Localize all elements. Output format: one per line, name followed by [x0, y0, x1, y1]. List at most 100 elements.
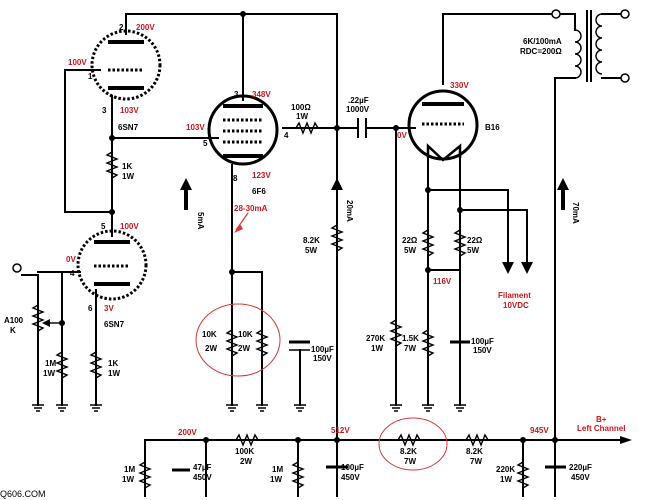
transformer-line2: RDC=200Ω	[520, 47, 562, 56]
v2-pin-top: 5	[101, 222, 106, 231]
pot-rating: K	[10, 326, 16, 335]
v2-plate-voltage: 100V	[120, 222, 139, 231]
ground-symbols	[32, 404, 466, 412]
v1-pin-top: 2	[119, 23, 124, 32]
v3-cath-voltage: 123V	[252, 171, 271, 180]
r-22a-rating: 5W	[404, 246, 416, 255]
r-10k-a-value: 10K	[202, 330, 217, 339]
v1-plate-voltage: 200V	[136, 23, 155, 32]
r-1m-b-value: 1M	[124, 465, 135, 474]
tube-v1	[90, 29, 162, 101]
r-1m-c-rating: 1W	[270, 475, 282, 484]
pot-value: A100	[4, 316, 24, 325]
r-1k-b-value: 1K	[108, 359, 118, 368]
v3-pin-screen: 4	[284, 131, 289, 140]
r-1k-a-value: 1K	[122, 162, 132, 171]
v1-name: 6SN7	[118, 123, 139, 132]
capacitors	[172, 118, 566, 472]
c-47-value: 47µF	[193, 463, 212, 472]
v1-pin-cath: 3	[102, 106, 107, 115]
transformer-line1: 6K/100mA	[523, 37, 562, 46]
r-1k-b-rating: 1W	[108, 369, 120, 378]
v4-plate-voltage: 330V	[450, 81, 469, 90]
junction-dots	[59, 11, 558, 443]
bplus-channel: Left Channel	[577, 424, 625, 433]
v3-pin-cath: 8	[233, 174, 238, 183]
bplus-label: B+	[596, 415, 607, 424]
r-82k-c-value: 8.2K	[466, 447, 483, 456]
r-10k-b-rating: 2W	[238, 344, 250, 353]
c-022-rating: 1000V	[346, 105, 370, 114]
current-5ma: 5mA	[196, 212, 205, 230]
rail-200v: 200V	[178, 428, 197, 437]
r-220k-value: 220K	[496, 465, 515, 474]
r-220k-rating: 1W	[500, 475, 512, 484]
v2-pin-grid: 4	[70, 269, 75, 278]
v2-cath-voltage: 3V	[104, 304, 114, 313]
c-100-a-value: 100µF	[311, 345, 334, 354]
r-1m-a-rating: 1W	[43, 369, 55, 378]
r-22b-rating: 5W	[467, 246, 479, 255]
r-82k-c-rating: 7W	[470, 457, 482, 466]
r-1m-a-value: 1M	[45, 359, 56, 368]
r-82k-a-rating: 5W	[305, 246, 317, 255]
v3-plate-voltage: 348V	[252, 90, 271, 99]
filament-arrows	[502, 262, 533, 274]
r-22a-value: 22Ω	[402, 236, 418, 245]
current-70ma: 70mA	[571, 202, 580, 224]
terminals	[12, 9, 630, 273]
r-100k-value: 100K	[235, 447, 254, 456]
resistors	[31, 121, 530, 489]
v3-name: 6F6	[252, 187, 266, 196]
current-arrows	[180, 178, 632, 444]
r-270k-rating: 1W	[371, 344, 383, 353]
tube-b16	[407, 89, 479, 162]
r-100k-rating: 2W	[240, 457, 252, 466]
v3-pin-plate: 3	[234, 90, 239, 99]
pot-wiper	[42, 319, 62, 327]
v4-name: B16	[485, 123, 500, 132]
r-270k-value: 270K	[366, 334, 385, 343]
current-20ma: 20mA	[345, 200, 354, 222]
c-100-a-rating: 150V	[313, 354, 332, 363]
c-220-value: 220µF	[569, 463, 592, 472]
r-15k-rating: 7W	[404, 344, 416, 353]
r-10k-b-value: 10K	[238, 330, 253, 339]
filament-voltage: 10VDC	[503, 301, 529, 310]
v1-cath-voltage: 103V	[120, 106, 139, 115]
v3-grid-voltage: 103V	[186, 123, 205, 132]
node-116v: 116V	[433, 277, 452, 286]
c-100-b-value: 100µF	[471, 337, 494, 346]
r-82k-b-value: 8.2K	[400, 447, 417, 456]
watermark: Q606.COM	[0, 489, 46, 499]
c-022-value: .22µF	[348, 96, 369, 105]
v2-grid-voltage: 0V	[66, 255, 76, 264]
output-transformer	[574, 10, 603, 82]
v1-grid-voltage: 100V	[68, 58, 87, 67]
filament-label: Filament	[498, 291, 531, 300]
v3-pin-grid: 5	[203, 139, 208, 148]
r-1m-c-value: 1M	[272, 465, 283, 474]
r-100-value: 100Ω	[291, 103, 311, 112]
c-47-rating: 450V	[193, 473, 212, 482]
rail-945v: 945V	[530, 426, 549, 435]
rail-512v: 512V	[331, 426, 350, 435]
r-1k-a-rating: 1W	[122, 172, 134, 181]
current-28-30ma: 28-30mA	[234, 204, 268, 213]
v2-pin-cath: 6	[88, 304, 93, 313]
v2-name: 6SN7	[104, 320, 125, 329]
annotation-circles	[195, 212, 448, 471]
c-100-c-value: 100µF	[341, 463, 364, 472]
r-100-rating: 1W	[296, 112, 308, 121]
v1-pin-grid: 1	[88, 72, 93, 81]
r-82k-b-rating: 7W	[404, 457, 416, 466]
r-10k-a-rating: 2W	[205, 344, 217, 353]
c-220-rating: 450V	[571, 473, 590, 482]
r-22b-value: 22Ω	[467, 236, 483, 245]
r-82k-a-value: 8.2K	[303, 236, 320, 245]
r-15k-value: 1.5K	[402, 334, 419, 343]
c-100-c-rating: 450V	[341, 473, 360, 482]
v4-grid-voltage: 0V	[397, 131, 407, 140]
tube-6f6	[207, 94, 279, 166]
